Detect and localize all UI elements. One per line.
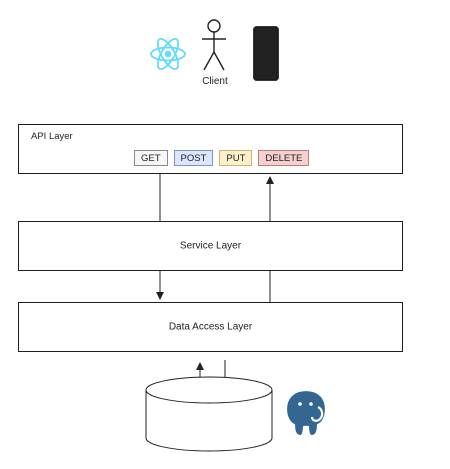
api-layer-title: API Layer [31,131,73,142]
postgresql-elephant-icon [282,387,330,439]
data-access-layer-box: Data Access Layer [18,302,403,352]
person-icon [197,18,231,74]
phone-screen [255,28,277,79]
method-get-badge: GET [134,150,168,166]
phone-icon [253,26,279,81]
method-put-badge: PUT [219,150,253,166]
method-post-badge: POST [173,150,214,166]
http-methods: GET POST PUT DELETE [134,150,310,166]
data-access-layer-label: Data Access Layer [168,321,253,333]
database-cylinder-icon [145,376,273,454]
client-label: Client [202,76,228,87]
api-layer-box: API Layer GET POST PUT DELETE [18,124,403,174]
service-layer-label: Service Layer [179,240,242,252]
method-delete-badge: DELETE [258,150,310,166]
service-layer-box: Service Layer [18,221,403,271]
react-icon [148,34,188,74]
